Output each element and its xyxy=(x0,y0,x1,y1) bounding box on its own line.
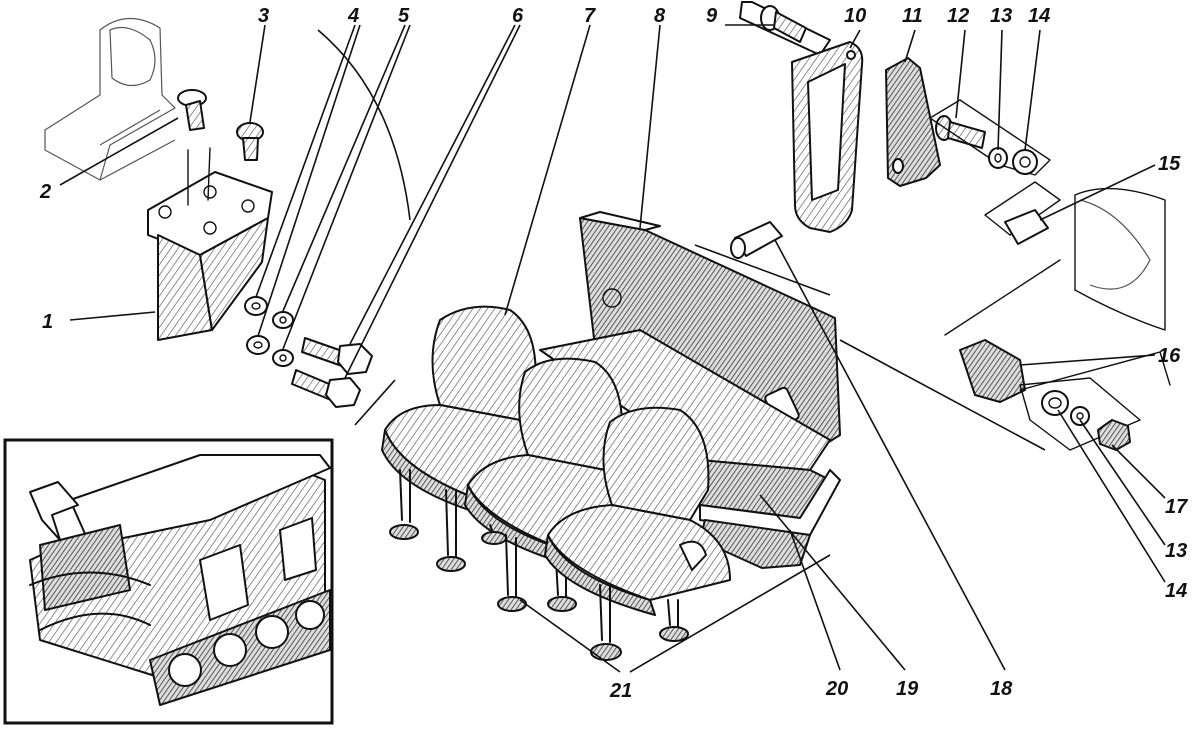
bracket-11 xyxy=(885,57,941,187)
mount-bracket xyxy=(147,147,273,341)
callout-21: 21 xyxy=(609,680,632,702)
callout-13-lower: 13 xyxy=(1165,540,1187,562)
leader-lines xyxy=(59,24,1166,673)
callout-16: 16 xyxy=(1158,345,1181,367)
washers-13-14-upper xyxy=(929,99,1051,176)
callout-20: 20 xyxy=(825,678,848,700)
callout-5: 5 xyxy=(398,5,410,27)
vehicle-inset xyxy=(3,438,334,725)
callout-8: 8 xyxy=(654,5,666,27)
callout-11: 11 xyxy=(902,5,923,27)
pin-18 xyxy=(730,221,783,259)
callout-12: 12 xyxy=(947,5,969,27)
callout-15: 15 xyxy=(1158,153,1181,175)
seat-right xyxy=(544,406,731,661)
callout-4: 4 xyxy=(347,5,359,27)
frame-lines xyxy=(317,29,1046,451)
callout-10: 10 xyxy=(844,5,866,27)
callout-2: 2 xyxy=(39,181,51,203)
mount-bolt xyxy=(177,89,207,131)
callout-14-upper: 14 xyxy=(1028,5,1050,27)
bolt-9 xyxy=(739,1,831,56)
washer-set-left xyxy=(244,296,294,367)
callout-7: 7 xyxy=(584,5,596,27)
bracket-16 xyxy=(944,259,1171,403)
callout-3: 3 xyxy=(258,5,269,27)
handle-frame-10 xyxy=(791,41,864,233)
callout-1: 1 xyxy=(42,311,53,333)
bolt-3 xyxy=(236,122,264,161)
ghost-mount-outline xyxy=(44,17,176,181)
cover-panel xyxy=(1074,187,1166,331)
washers-nut-lower xyxy=(1019,377,1141,451)
callout-labels: 1 2 3 4 5 6 7 8 9 10 11 12 13 14 15 16 1… xyxy=(39,5,1188,702)
callout-14-lower: 14 xyxy=(1165,580,1187,602)
callout-17: 17 xyxy=(1165,496,1188,518)
callout-6: 6 xyxy=(512,5,524,27)
callout-9: 9 xyxy=(706,5,718,27)
hex-bolt-lower xyxy=(291,369,361,408)
callout-13-upper: 13 xyxy=(990,5,1012,27)
callout-18: 18 xyxy=(990,678,1013,700)
bench-frame xyxy=(699,469,841,569)
clip-15 xyxy=(984,181,1061,245)
bolt-12 xyxy=(935,115,986,149)
callout-19: 19 xyxy=(896,678,919,700)
